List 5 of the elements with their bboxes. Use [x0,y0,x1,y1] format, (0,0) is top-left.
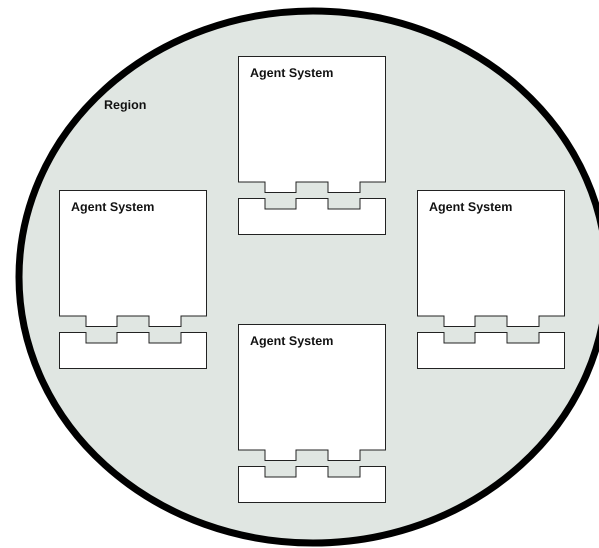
agent-system-label: Agent System [429,200,512,214]
agent-system-label: Agent System [250,66,334,80]
agent-system-label: Agent System [250,334,334,348]
agent-system-label: Agent System [71,200,154,214]
region-label: Region [104,98,146,112]
